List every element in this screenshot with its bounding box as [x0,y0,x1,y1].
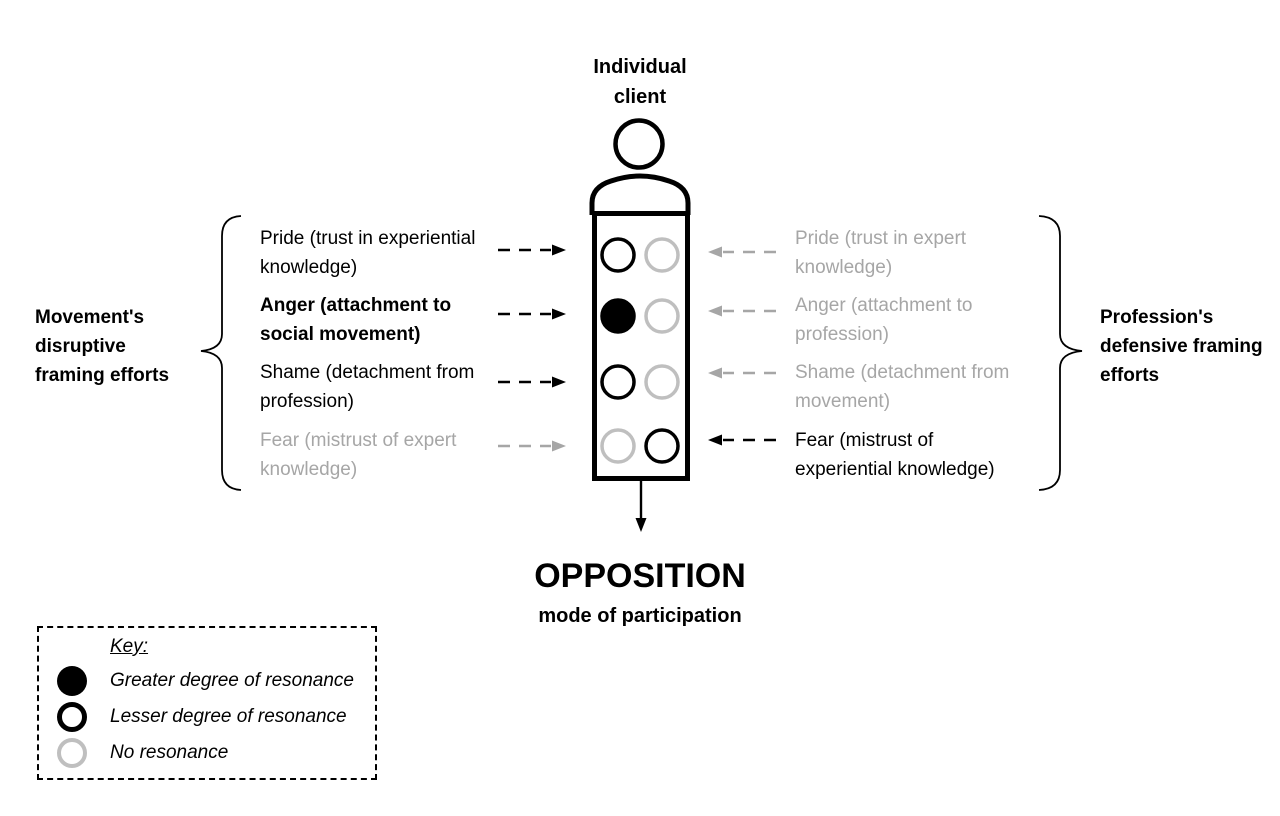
movement-framing-title: Movement's disruptive framing efforts [35,307,170,386]
key-label-none: No resonance [110,742,229,763]
key-title: Key: [110,636,149,657]
resonance-circle-fear-movement [600,428,636,464]
resonance-circle-anger-profession [644,298,680,334]
individual-client-line2: client [613,86,667,108]
right-frame-label-fear: Fear (mistrust of experiential knowledge… [795,430,995,480]
resonance-circle-shame-movement [600,364,636,400]
left-frame-label-anger: Anger (attachment to social movement) [260,295,452,345]
left-frame-label-fear: Fear (mistrust of expert knowledge) [260,430,457,480]
framing-arrow-right-anger [708,305,776,317]
left-frame-label-shame: Shame (detachment from profession) [260,362,475,412]
individual-client-icon [589,118,691,481]
key-row-none: No resonance [57,738,228,768]
framing-arrow-right-fear [708,434,776,446]
key-row-greater: Greater degree of resonance [57,666,354,696]
resonance-circle-shame-profession [644,364,680,400]
person-head-icon [613,118,665,170]
framing-arrow-left-pride [498,244,566,256]
individual-client-label: Individual client [540,52,740,112]
key-label-greater: Greater degree of resonance [110,670,354,691]
resonance-circle-anger-movement [600,298,636,334]
greater-resonance-dot-icon [57,666,87,696]
framing-arrow-right-pride [708,246,776,258]
right-frame-label-anger: Anger (attachment to profession) [795,295,973,345]
right-brace [1038,215,1083,491]
resonance-circle-pride-movement [600,237,636,273]
right-frame-label-shame: Shame (detachment from movement) [795,362,1010,412]
left-frame-label-pride: Pride (trust in experiential knowledge) [260,228,476,278]
individual-client-line1: Individual [593,56,687,78]
lesser-resonance-dot-icon [57,702,87,732]
resonance-circle-pride-profession [644,237,680,273]
right-frame-label-pride: Pride (trust in expert knowledge) [795,228,967,278]
outcome-mode-caption: mode of participation [538,605,742,627]
resonance-matrix [600,237,680,464]
profession-framing-title: Profession's defensive framing efforts [1100,307,1263,386]
key-box: Key: Greater degree of resonance Lesser … [37,626,377,780]
framing-arrow-right-shame [708,367,776,379]
key-row-lesser: Lesser degree of resonance [57,702,347,732]
outcome-mode-title: OPPOSITION [534,557,746,595]
outcome-arrow-down [635,481,647,532]
framing-arrow-left-fear [498,440,566,452]
key-label-lesser: Lesser degree of resonance [110,706,347,727]
no-resonance-dot-icon [57,738,87,768]
framing-arrow-left-shame [498,376,566,388]
left-brace [200,215,242,491]
framing-arrow-left-anger [498,308,566,320]
resonance-circle-fear-profession [644,428,680,464]
person-shoulders-icon [589,173,691,215]
